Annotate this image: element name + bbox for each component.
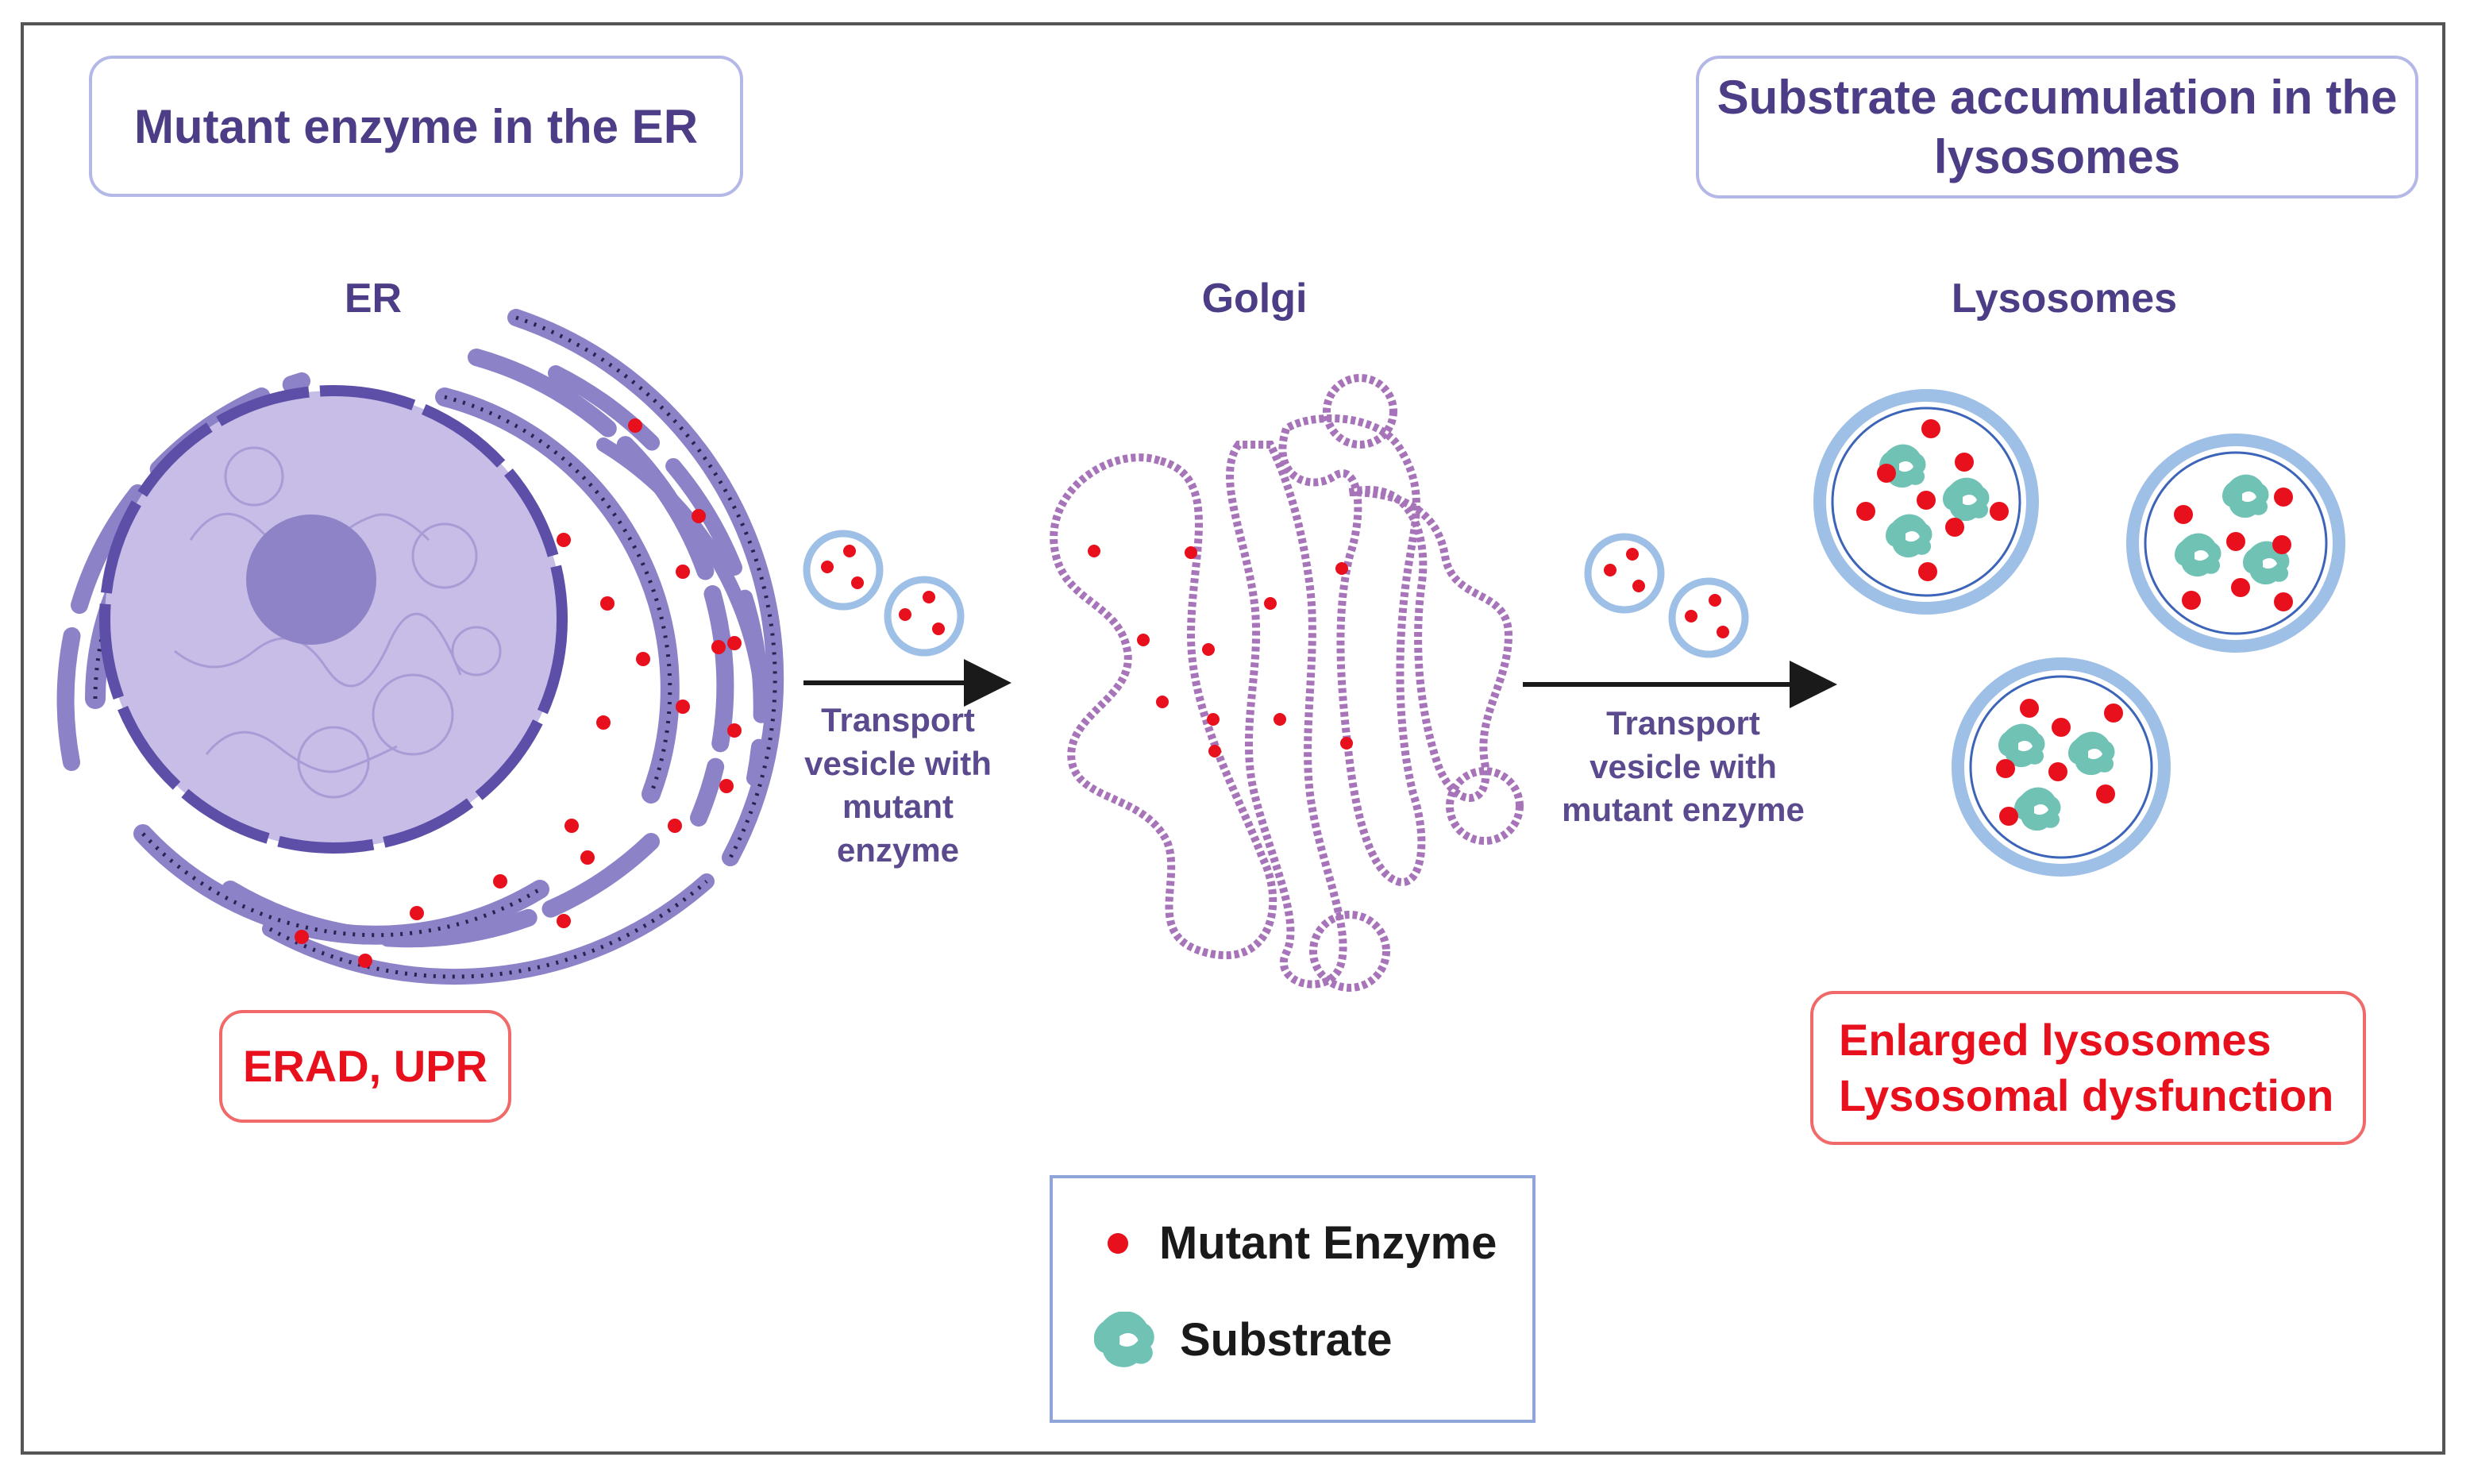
caption-line: enzyme [836, 831, 960, 869]
outcome-line-enlarged: Enlarged lysosomes [1839, 1015, 2272, 1065]
legend-label-mutant-enzyme: Mutant Enzyme [1159, 1217, 1497, 1269]
golgi-enzyme-dots [1088, 545, 1353, 757]
legend-label-substrate: Substrate [1180, 1314, 1393, 1366]
caption-line: mutant enzyme [1562, 791, 1805, 829]
transport-vesicles-right [1584, 533, 1749, 658]
lysosomes-title: Lysosomes [1951, 276, 2178, 322]
erad-upr-label: ERAD, UPR [242, 1041, 488, 1091]
lysosome-2 [2126, 434, 2345, 653]
lysosome-3 [1952, 657, 2171, 877]
substrate-icon [1094, 1312, 1154, 1367]
legend: Mutant Enzyme Substrate [1050, 1175, 1536, 1423]
outcome-line-dysfunction: Lysosomal dysfunction [1839, 1070, 2334, 1120]
erad-upr-box: ERAD, UPR [219, 1010, 511, 1123]
caption-line: Transport [821, 701, 975, 738]
caption-line: vesicle with [1590, 747, 1777, 785]
er-title: ER [344, 276, 403, 322]
transport-caption-left: Transport vesicle with mutant enzyme [783, 699, 1013, 872]
er-cell-illustration [56, 309, 784, 985]
caption-line: mutant [842, 788, 954, 826]
substrate-accumulation-label: Substrate accumulation in the lysosomes [1717, 71, 2398, 183]
golgi-title: Golgi [1201, 276, 1308, 322]
lysosome-1 [1813, 389, 2039, 615]
transport-vesicles-left [803, 530, 965, 657]
red-dot-icon [1108, 1233, 1128, 1254]
caption-line: vesicle with [804, 744, 992, 782]
mutant-enzyme-er-box: Mutant enzyme in the ER [89, 56, 743, 197]
mutant-enzyme-er-label: Mutant enzyme in the ER [133, 99, 699, 153]
caption-line: Transport [1606, 704, 1760, 742]
transport-caption-right: Transport vesicle with mutant enzyme [1532, 702, 1834, 832]
substrate-accumulation-box: Substrate accumulation in the lysosomes [1696, 56, 2418, 199]
lysosome-outcome-box: Enlarged lysosomes Lysosomal dysfunction [1810, 991, 2366, 1145]
golgi-illustration [1050, 374, 1524, 992]
